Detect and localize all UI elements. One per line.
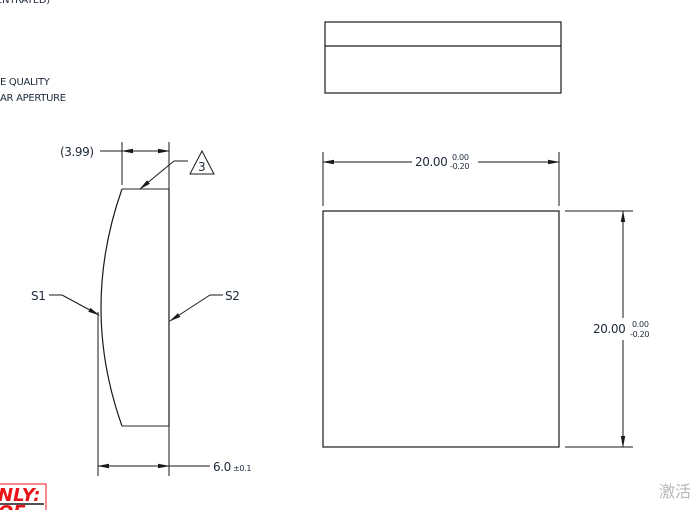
thickness-tolerance: ±0.1 <box>233 464 251 473</box>
width-tol-lower: -0.20 <box>450 162 469 171</box>
surface2-label: S2 <box>225 289 239 303</box>
width-tol-upper: 0.00 <box>452 153 469 162</box>
flag-note-triangle-icon <box>189 149 215 175</box>
note-surface-quality: E QUALITY <box>0 77 51 88</box>
center-thickness-ref: (3.99) <box>60 145 94 159</box>
lens-profile <box>100 188 123 427</box>
stamp-text: NLY: <box>0 485 40 506</box>
front-view: 20.00 0.00 -0.20 20.00 0.00 -0.20 <box>322 152 650 448</box>
surface1-label: S1 <box>31 289 45 303</box>
svg-text:OE: OE <box>0 502 26 510</box>
thickness-value: 6.0 <box>213 460 231 474</box>
side-view: (3.99) 3 S1 S2 6.0 ±0.1 <box>31 142 252 476</box>
width-value: 20.00 <box>415 155 447 169</box>
note-clear-aperture: AR APERTURE <box>0 93 66 104</box>
stamp: NLY: OE <box>0 483 47 510</box>
top-view <box>324 21 562 94</box>
activation-watermark: 激活 <box>659 482 691 501</box>
height-value: 20.00 <box>593 322 625 336</box>
note-top-fragment: ENTRATED) <box>0 0 50 6</box>
height-tol-upper: 0.00 <box>632 320 649 329</box>
flag-note-number: 3 <box>198 160 205 174</box>
height-tol-lower: -0.20 <box>630 330 649 339</box>
